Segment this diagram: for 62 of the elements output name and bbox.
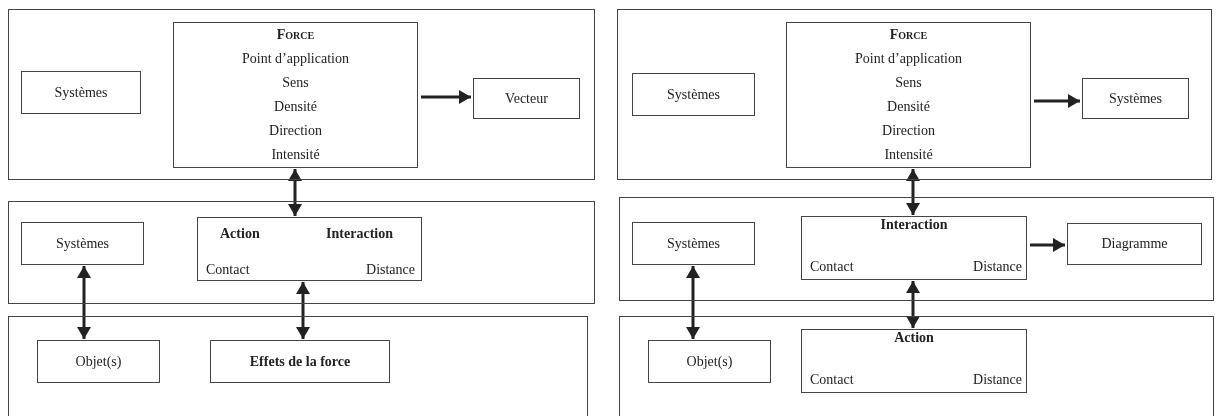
label: Vecteur bbox=[504, 90, 549, 107]
label: Systèmes bbox=[666, 235, 721, 252]
text-box bbox=[648, 340, 771, 383]
arrow bbox=[686, 266, 700, 339]
text-box bbox=[801, 216, 1027, 280]
label: Distance bbox=[973, 372, 1022, 388]
label: Contact bbox=[810, 259, 854, 275]
list-item: Densité bbox=[273, 99, 318, 115]
panel bbox=[617, 9, 1212, 180]
panel bbox=[8, 201, 595, 304]
text-box bbox=[473, 78, 580, 119]
arrow bbox=[1030, 238, 1065, 252]
list-item: Sens bbox=[281, 75, 310, 91]
text-box bbox=[801, 329, 1027, 393]
panel bbox=[619, 197, 1214, 301]
label: Contact bbox=[810, 372, 854, 388]
list-item: Direction bbox=[881, 123, 936, 139]
arrow bbox=[906, 169, 920, 215]
list-item: Direction bbox=[268, 123, 323, 139]
panel bbox=[8, 9, 595, 180]
text-box bbox=[1082, 78, 1189, 119]
arrow bbox=[1034, 94, 1080, 108]
text-box bbox=[173, 22, 418, 168]
label: Effets de la force bbox=[248, 353, 352, 370]
label: Objet(s) bbox=[74, 353, 123, 370]
heading: Action bbox=[220, 226, 260, 242]
list-item: Densité bbox=[886, 99, 931, 115]
arrow bbox=[288, 169, 302, 216]
label: Systèmes bbox=[666, 86, 721, 103]
label: Diagramme bbox=[1100, 236, 1169, 252]
label: Distance bbox=[973, 259, 1022, 275]
text-box bbox=[632, 222, 755, 265]
panel bbox=[8, 316, 588, 416]
text-box bbox=[1067, 223, 1202, 265]
label: Systèmes bbox=[1108, 90, 1163, 107]
list-item: Intensité bbox=[270, 147, 321, 163]
label: Objet(s) bbox=[685, 353, 734, 370]
text-box bbox=[37, 340, 160, 383]
list-item: Point d’application bbox=[854, 51, 963, 67]
label: Distance bbox=[366, 262, 415, 278]
text-box bbox=[197, 217, 422, 281]
text-box bbox=[632, 73, 755, 116]
heading: Force bbox=[888, 27, 929, 43]
list-item: Intensité bbox=[883, 147, 934, 163]
panel bbox=[619, 316, 1214, 416]
label: Contact bbox=[206, 262, 250, 278]
arrow bbox=[77, 266, 91, 339]
text-box bbox=[210, 340, 390, 383]
text-box bbox=[21, 222, 144, 265]
arrow bbox=[906, 281, 920, 328]
label: Systèmes bbox=[53, 84, 109, 101]
list-item: Sens bbox=[894, 75, 923, 91]
heading: Interaction bbox=[326, 226, 393, 242]
arrow bbox=[421, 90, 471, 104]
text-box bbox=[786, 22, 1031, 168]
heading: Force bbox=[275, 27, 316, 43]
label: Systèmes bbox=[55, 235, 110, 252]
heading: Action bbox=[893, 330, 935, 346]
heading: Interaction bbox=[879, 217, 949, 233]
text-box bbox=[21, 71, 141, 114]
arrow bbox=[296, 282, 310, 339]
list-item: Point d’application bbox=[241, 51, 350, 67]
